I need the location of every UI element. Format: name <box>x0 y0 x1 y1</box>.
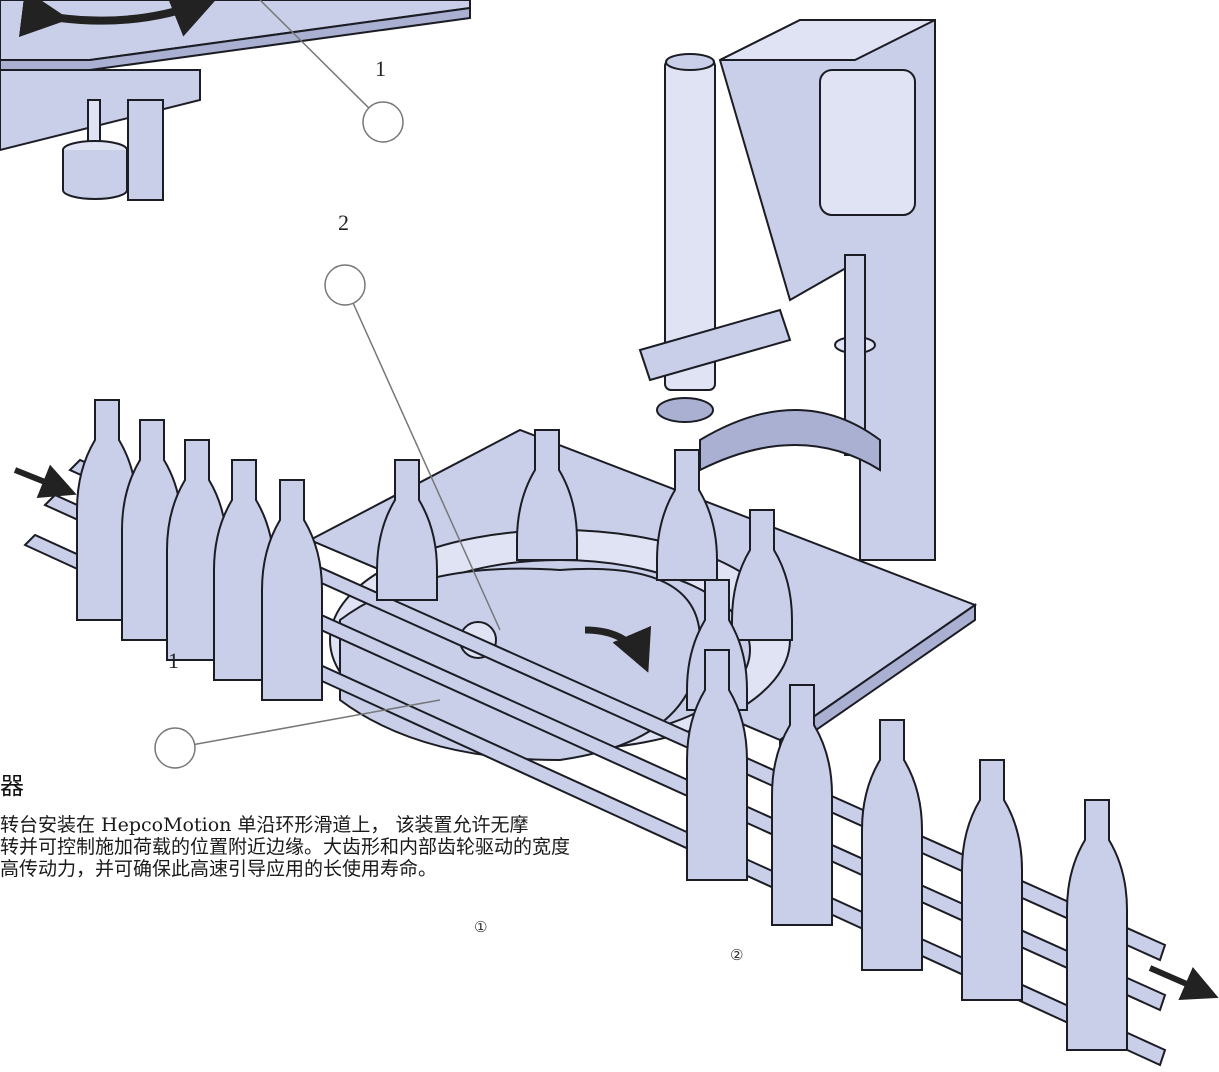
overhead-plate <box>0 0 471 201</box>
description-paragraph: 转台安装在 HepcoMotion 单沿环形滑道上， 该装置允许无摩 转并可控制… <box>0 814 740 880</box>
paragraph-line: 高传动力，并可确保此高速引导应用的长使用寿命。 <box>0 858 438 880</box>
capping-head <box>638 19 936 561</box>
rotation-arrow-icon <box>18 0 219 38</box>
callout-circle-1 <box>362 101 404 143</box>
bottles <box>76 399 1128 1051</box>
paragraph-line: 转并可控制施加荷载的位置附近边缘。大齿形和内部齿轮驱动的宽度 <box>0 836 571 858</box>
callout-label-2: 2 <box>338 210 349 235</box>
callout-circle-3 <box>154 727 196 769</box>
marker-1: ① <box>474 918 488 936</box>
section-title: 器 <box>0 772 24 800</box>
callout-label-1: 1 <box>375 56 386 81</box>
callout-circle-2 <box>324 264 366 306</box>
marker-2: ② <box>730 946 744 964</box>
callouts <box>154 0 501 769</box>
gear-direction-arrow-icon <box>584 625 652 673</box>
flow-out-arrow-icon <box>1148 965 1219 1001</box>
paragraph-line: 转台安装在 HepcoMotion 单沿环形滑道上， 该装置允许无摩 <box>0 814 529 836</box>
callout-label-3: 1 <box>168 648 179 673</box>
flow-in-arrow-icon <box>13 464 77 499</box>
